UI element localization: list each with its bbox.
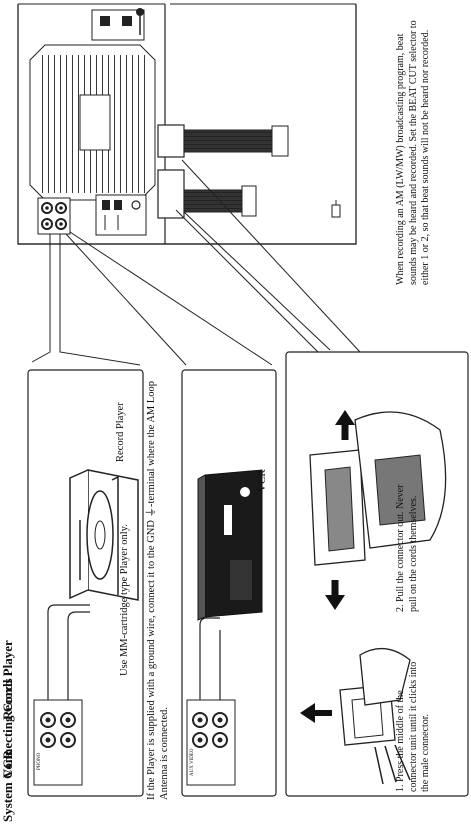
am-note-wrap: When recording an AM (LW/MW) broadcastin… xyxy=(395,20,431,285)
leader-lines xyxy=(31,159,361,366)
record-player-box: PHONO Record Player Use MM-cartridge typ… xyxy=(27,369,144,797)
receiver-rear-panel xyxy=(17,3,357,245)
heatsink-grille xyxy=(29,44,156,201)
aux-video-label: AUX VIDEO xyxy=(190,748,195,776)
step2-wrap: 2. Pull the connector out. Never pull on… xyxy=(395,484,419,612)
connector-pull-illustration xyxy=(309,410,447,610)
input-jack-cluster xyxy=(37,197,71,235)
connector-press-illustration xyxy=(300,648,411,785)
am-note: When recording an AM (LW/MW) broadcastin… xyxy=(395,20,431,285)
phono-label: PHONO xyxy=(37,752,42,770)
step2-text: 2. Pull the connector out. Never pull on… xyxy=(395,484,419,612)
beat-cut-switch-block xyxy=(95,194,147,236)
label-record-player: Record Player xyxy=(0,640,15,720)
system-cord-ribbons xyxy=(157,124,289,219)
antenna-terminal xyxy=(91,8,145,41)
label-system-cords: System Connecting Cords xyxy=(0,678,15,822)
step1-wrap: 1. Press the middle of the connector uni… xyxy=(395,661,431,792)
step1-text: 1. Press the middle of the connector uni… xyxy=(395,661,431,792)
ground-note: If the Player is supplied with a ground … xyxy=(146,380,170,800)
mm-cartridge-note: Use MM-cartridge type Player only. xyxy=(119,524,130,676)
vcr-box: AUX VIDEO VCR xyxy=(181,369,277,797)
vcr-device-label: VCR xyxy=(256,469,268,492)
phono-jack-panel: PHONO xyxy=(33,699,83,786)
label-vcr: VCR xyxy=(0,749,15,778)
cords-box: 1. Press the middle of the connector uni… xyxy=(285,351,469,797)
record-player-device-label: Record Player xyxy=(115,402,126,462)
ground-note-wrap: If the Player is supplied with a ground … xyxy=(146,380,170,800)
aux-jack-panel: AUX VIDEO xyxy=(186,699,236,786)
turntable-illustration xyxy=(69,469,139,601)
vcr-illustration xyxy=(197,469,263,621)
